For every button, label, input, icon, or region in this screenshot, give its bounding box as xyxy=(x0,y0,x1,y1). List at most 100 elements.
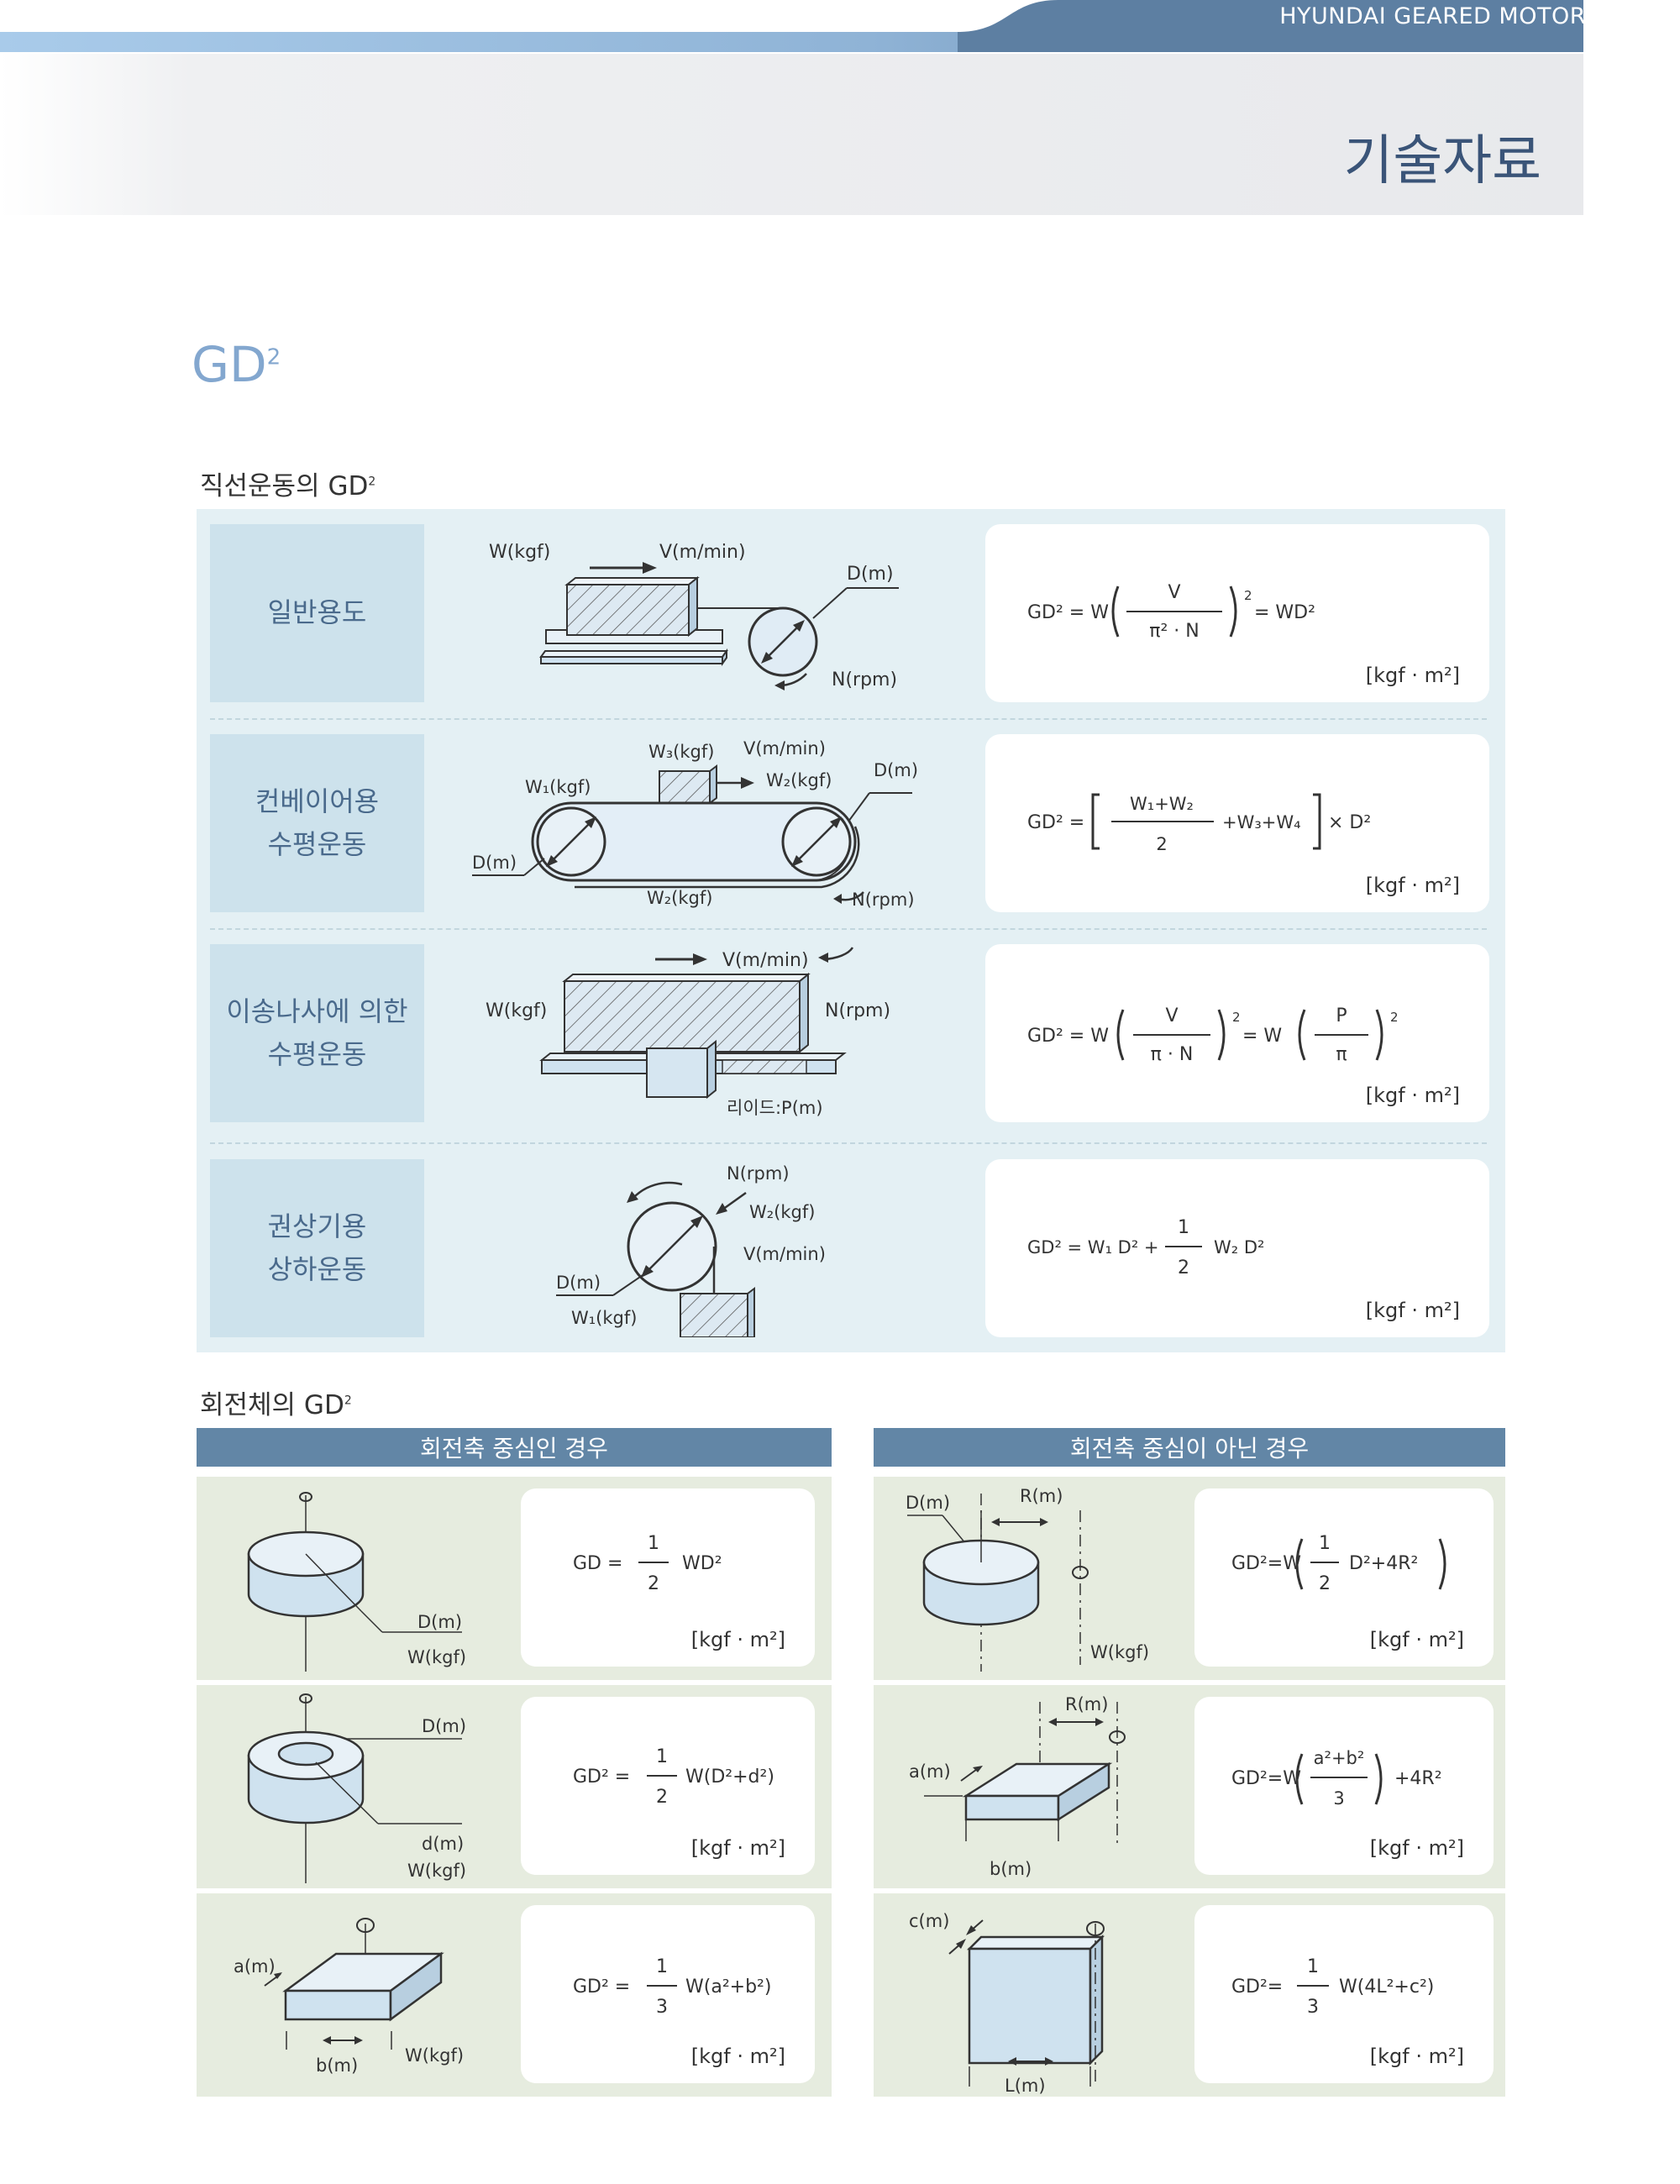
formula-num: W₁+W₂ xyxy=(1130,794,1194,814)
linear-label-2: 컨베이어용 수평운동 xyxy=(210,734,424,912)
formula-mid: +W₃+W₄ xyxy=(1222,812,1301,832)
formula-card-general: GD² = W V π² · N 2 = WD² [kgf · m²] xyxy=(985,524,1489,702)
label-d2: D(m) xyxy=(472,853,517,873)
formula-rhs: +4R² xyxy=(1394,1768,1442,1789)
formula-c3: GD² = 1 3 W(a²+b²) xyxy=(573,1956,771,2018)
formula-rhs: = WD² xyxy=(1254,602,1315,623)
unit-label: [kgf · m²] xyxy=(1369,1628,1464,1651)
diagram-plate-centered: a(m) b(m) W(kgf) xyxy=(234,1918,464,2076)
formula-card-hoist: GD² = W₁ D² + 1 2 W₂ D² [kgf · m²] xyxy=(985,1159,1489,1337)
formula-card-c2: GD² = 1 2 W(D²+d²) [kgf · m²] xyxy=(521,1697,815,1875)
formula-lhs: GD² = W xyxy=(1027,602,1109,623)
label-w3: W₃(kgf) xyxy=(648,742,714,762)
label-c: c(m) xyxy=(909,1911,949,1931)
formula-exp: 2 xyxy=(1390,1010,1399,1025)
formula-general: GD² = W V π² · N 2 = WD² xyxy=(1027,582,1315,642)
label-a: a(m) xyxy=(234,1956,276,1977)
label-lead: 리이드:P(m) xyxy=(727,1098,823,1118)
label-w: W(kgf) xyxy=(407,1647,466,1667)
page-title-main: GD xyxy=(192,336,267,393)
linear-label-text: 일반용도 xyxy=(267,596,367,629)
header-band xyxy=(0,54,1583,215)
unit-label: [kgf · m²] xyxy=(1365,1084,1460,1107)
label-w: W(kgf) xyxy=(486,1000,547,1021)
linear-section-title: 직선운동의 GD2 xyxy=(200,465,375,502)
unit-label: [kgf · m²] xyxy=(1365,1299,1460,1322)
formula-den: π xyxy=(1336,1044,1347,1065)
linear-label-text: 권상기용 상하운동 xyxy=(267,1210,367,1285)
row-divider xyxy=(210,718,1487,720)
label-d: D(m) xyxy=(847,564,894,585)
label-w2a: W₂(kgf) xyxy=(766,770,832,790)
linear-label-text: 이송나사에 의한 수평운동 xyxy=(226,995,408,1070)
linear-label-text: 컨베이어용 수평운동 xyxy=(255,785,380,860)
column-header-centered: 회전축 중심인 경우 xyxy=(197,1428,832,1467)
unit-label: [kgf · m²] xyxy=(1369,1836,1464,1860)
label-a: a(m) xyxy=(909,1761,951,1782)
label-r: R(m) xyxy=(1020,1486,1063,1506)
linear-label-4: 권상기용 상하운동 xyxy=(210,1159,424,1337)
diagram-block-offset: c(m) L(m) xyxy=(909,1911,1105,2096)
diagram-hoist: N(rpm) W₂(kgf) V(m/min) D(m) W₁(kgf) xyxy=(556,1163,826,1337)
formula-den: π² · N xyxy=(1149,621,1200,642)
formula-num: 1 xyxy=(1319,1533,1331,1554)
formula-lhs: GD² = xyxy=(573,1767,630,1788)
label-b: b(m) xyxy=(990,1859,1032,1879)
unit-label: [kgf · m²] xyxy=(1365,664,1460,687)
diagram-cylinder-offset: D(m) R(m) W(kgf) xyxy=(906,1486,1149,1672)
page-title-sup: 2 xyxy=(266,344,281,370)
diagram-general: W(kgf) V(m/min) D(m) N(rpm) xyxy=(489,542,899,690)
formula-den: 2 xyxy=(656,1787,668,1808)
formula-num: a²+b² xyxy=(1314,1748,1365,1768)
rotational-title-sup: 2 xyxy=(344,1394,352,1408)
diagram-solid-cylinder: D(m) W(kgf) xyxy=(247,1492,466,1672)
formula-n3: GD²= 1 3 W(4L²+c²) xyxy=(1231,1956,1434,2018)
label-d1: D(m) xyxy=(874,760,918,780)
linear-title-main: 직선운동의 GD xyxy=(200,471,369,501)
formula-den: 2 xyxy=(1156,834,1167,854)
label-r: R(m) xyxy=(1065,1694,1108,1714)
row-divider xyxy=(210,1142,1487,1144)
formula-rhs: W₂ D² xyxy=(1214,1237,1264,1257)
formula-num: P xyxy=(1336,1005,1347,1026)
formula-card-c3: GD² = 1 3 W(a²+b²) [kgf · m²] xyxy=(521,1905,815,2083)
formula-card-screw: GD² = W V π · N 2 = W P π 2 [kgf · m²] xyxy=(985,944,1489,1122)
formula-exp: 2 xyxy=(1232,1010,1241,1025)
unit-label: [kgf · m²] xyxy=(690,1628,785,1651)
label-w1: W₁(kgf) xyxy=(571,1308,637,1328)
label-d: D(m) xyxy=(417,1612,462,1632)
label-dd: d(m) xyxy=(422,1834,464,1854)
formula-num: V xyxy=(1168,582,1180,603)
label-d: D(m) xyxy=(422,1716,466,1736)
formula-conveyor: GD² = W₁+W₂ 2 +W₃+W₄ × D² xyxy=(1027,793,1371,854)
label-v: V(m/min) xyxy=(722,950,809,971)
formula-card-c1: GD = 1 2 WD² [kgf · m²] xyxy=(521,1488,815,1667)
formula-num: 1 xyxy=(656,1956,668,1977)
formula-lhs: GD²=W xyxy=(1231,1553,1301,1574)
formula-n2: GD²=W a²+b² 3 +4R² xyxy=(1231,1748,1442,1809)
header-stripe xyxy=(0,0,1583,52)
formula-c2: GD² = 1 2 W(D²+d²) xyxy=(573,1746,774,1808)
formula-mid: = W xyxy=(1242,1026,1282,1047)
unit-label: [kgf · m²] xyxy=(690,2045,785,2068)
label-n: N(rpm) xyxy=(852,890,915,910)
formula-card-n2: GD²=W a²+b² 3 +4R² [kgf · m²] xyxy=(1194,1697,1494,1875)
formula-card-conveyor: GD² = W₁+W₂ 2 +W₃+W₄ × D² [kgf · m²] xyxy=(985,734,1489,912)
diagram-screw: V(m/min) W(kgf) N(rpm) 리이드:P(m) xyxy=(486,947,890,1118)
formula-den: 2 xyxy=(1319,1573,1331,1594)
label-d: D(m) xyxy=(556,1273,601,1293)
formula-screw: GD² = W V π · N 2 = W P π 2 xyxy=(1027,1005,1399,1065)
linear-label-1: 일반용도 xyxy=(210,524,424,702)
formula-den: 3 xyxy=(1333,1788,1344,1809)
label-w: W(kgf) xyxy=(405,2045,464,2066)
label-w: W(kgf) xyxy=(489,542,550,563)
formula-rhs: W(4L²+c²) xyxy=(1339,1977,1434,1998)
formula-den: 3 xyxy=(1307,1997,1319,2018)
formula-rhs: D²+4R² xyxy=(1349,1553,1418,1574)
label-w: W(kgf) xyxy=(407,1861,466,1881)
formula-rhs: WD² xyxy=(682,1553,722,1574)
formula-lhs: GD² = xyxy=(1027,812,1084,833)
rotational-title-main: 회전체의 GD xyxy=(200,1390,344,1420)
formula-num: 1 xyxy=(1307,1956,1319,1977)
formula-exp: 2 xyxy=(1244,588,1252,603)
